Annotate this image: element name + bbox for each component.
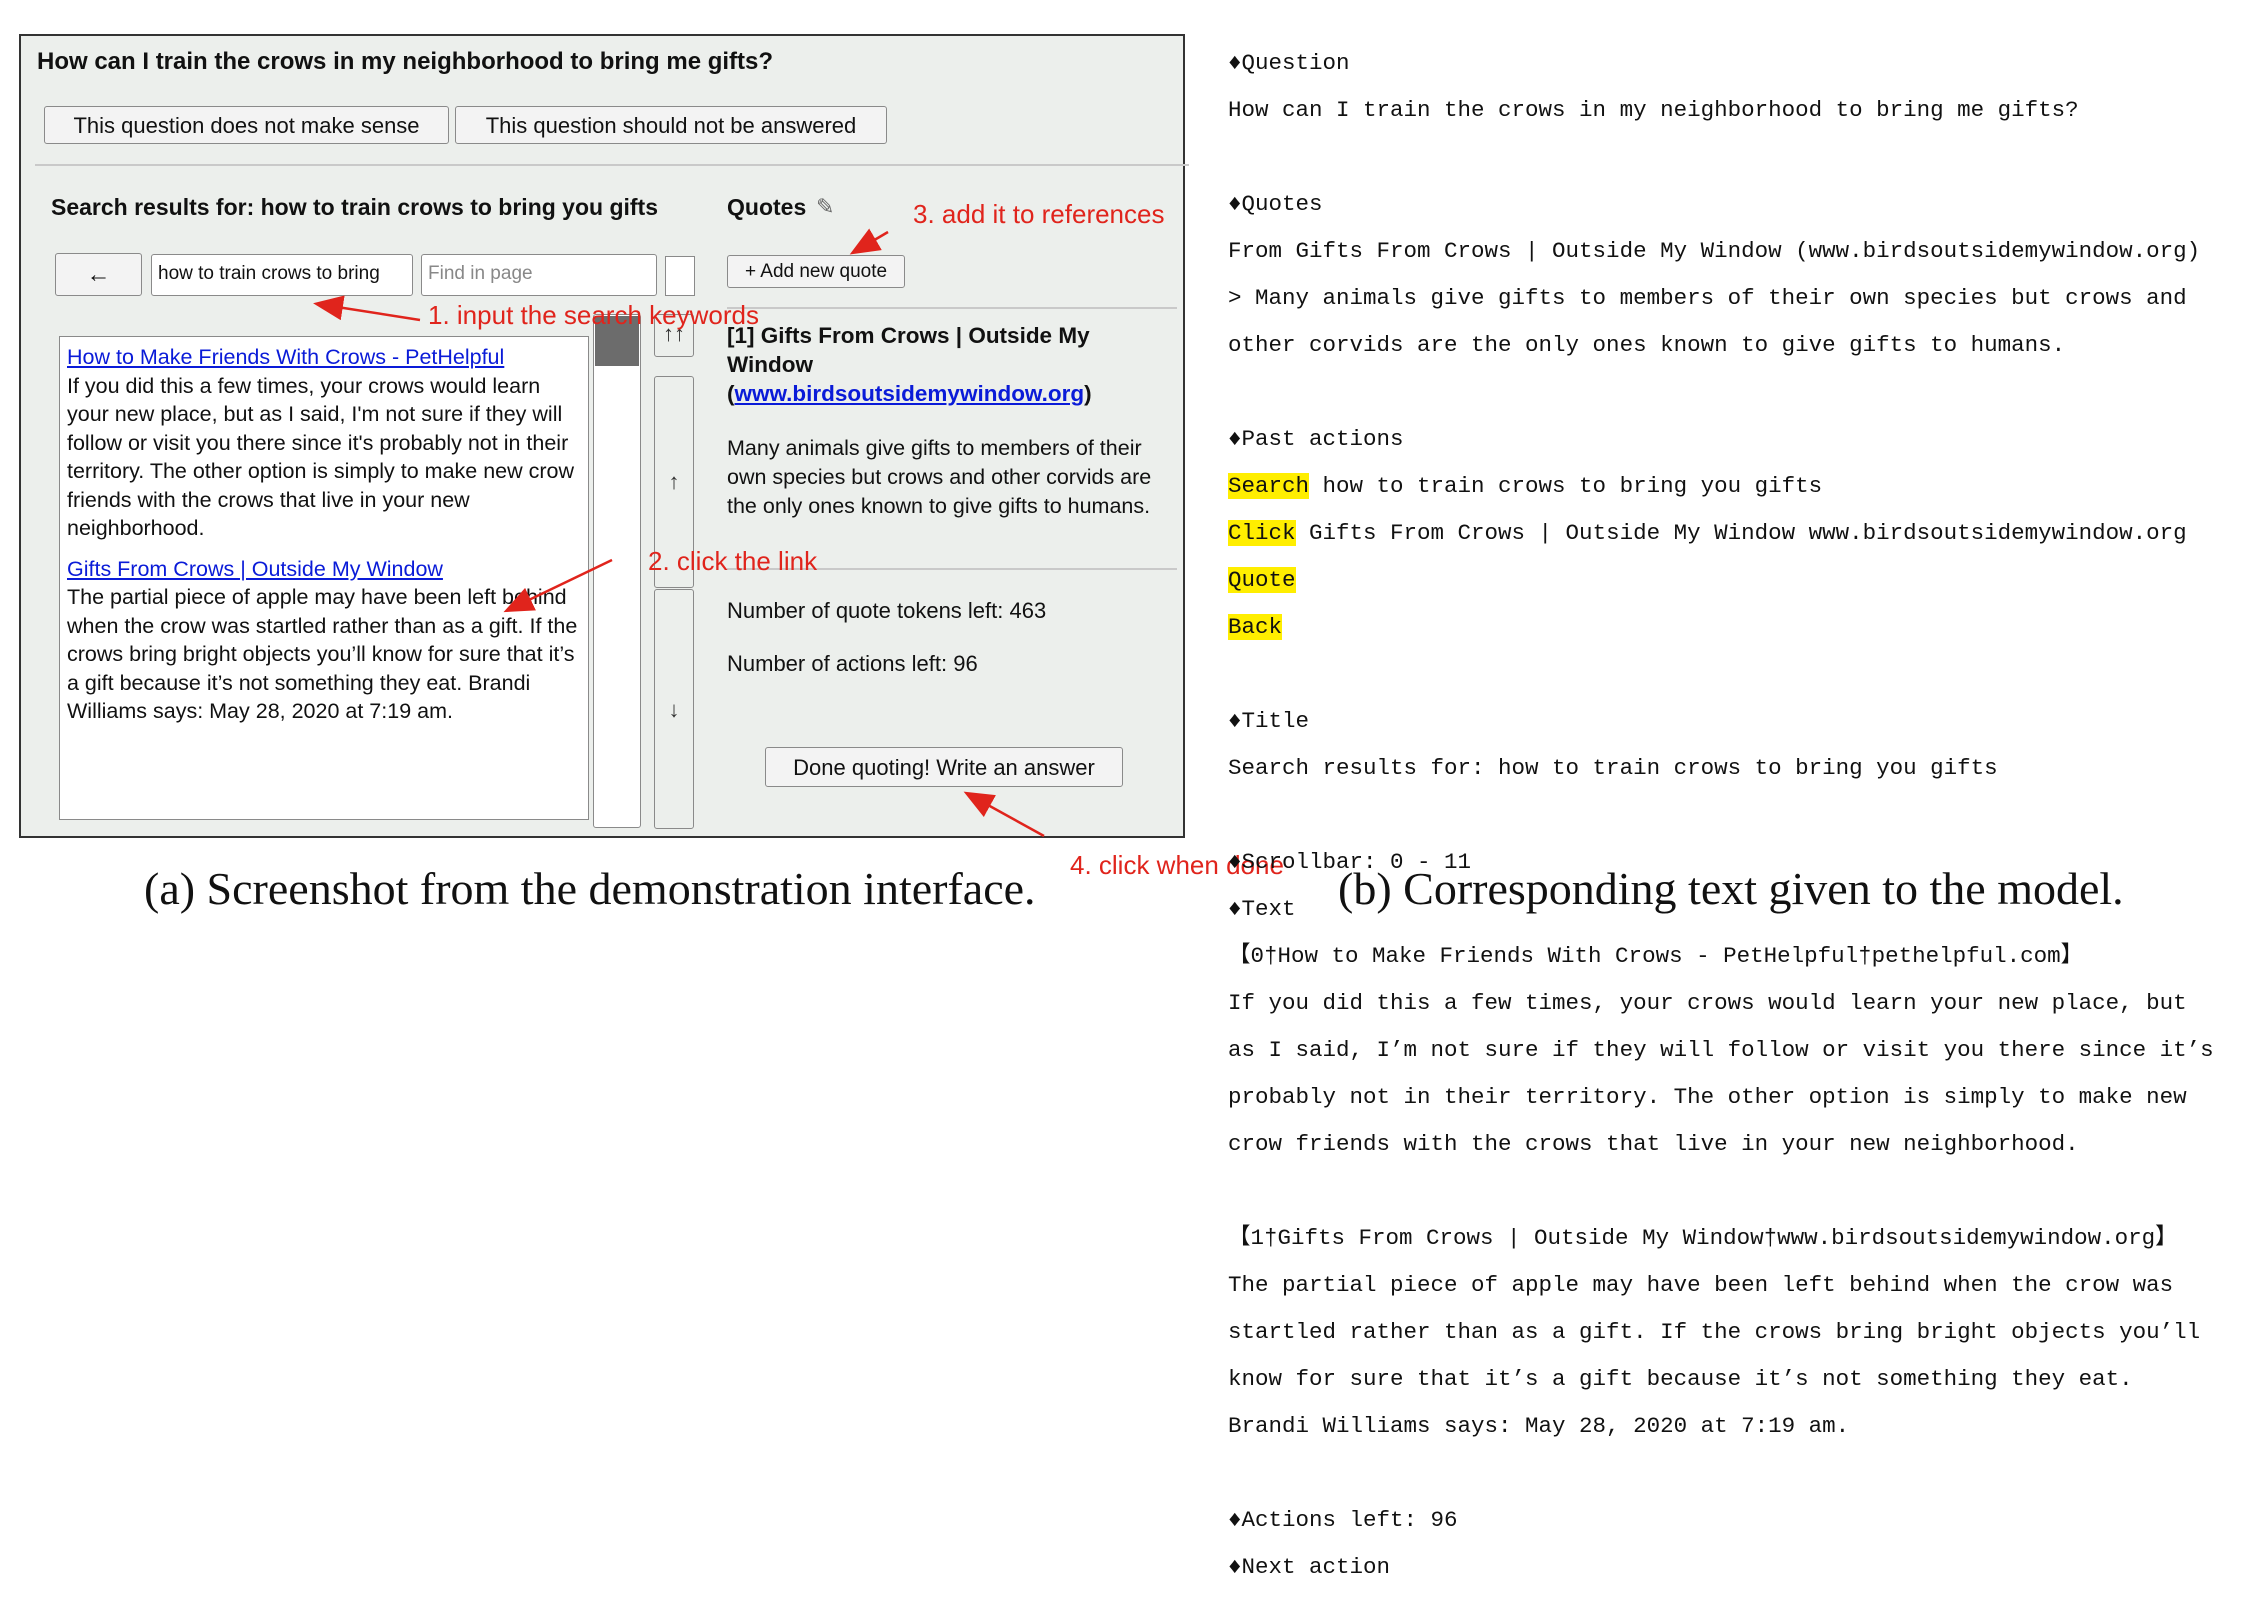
section-heading: ♦Scrollbar: 0 - 11 [1228, 848, 1472, 875]
text-line: know for sure that it’s a gift because i… [1228, 1365, 2133, 1392]
result-snippet: If you did this a few times, your crows … [67, 373, 575, 541]
text-line: Search results for: how to train crows t… [1228, 754, 1998, 781]
section-heading: ♦Next action [1228, 1553, 1391, 1580]
text-line: Gifts From Crows | Outside My Window www… [1295, 519, 2187, 546]
list-item: Gifts From Crows | Outside My Window The… [67, 555, 581, 726]
text-line: how to train crows to bring you gifts [1309, 472, 1823, 499]
text-line: From Gifts From Crows | Outside My Windo… [1228, 237, 2201, 264]
list-item: How to Make Friends With Crows - PetHelp… [67, 343, 581, 543]
model-question: How can I train the crows in my neighbor… [1228, 96, 2079, 123]
action-keyword: Back [1228, 613, 1283, 640]
annotation-3: 3. add it to references [913, 199, 1165, 229]
annotation-2: 2. click the link [648, 546, 818, 576]
text-line: If you did this a few times, your crows … [1228, 989, 2187, 1016]
past-action-quote: Quote [1228, 566, 2258, 593]
quotes-divider [727, 568, 1177, 570]
quotes-divider [727, 307, 1177, 309]
quotes-title: Quotes [727, 194, 807, 220]
scroll-to-top-button[interactable]: ↑↑ [654, 314, 694, 357]
past-action-back: Back [1228, 613, 2258, 640]
section-heading: ♦Quotes [1228, 190, 1323, 217]
arrow-2 [503, 558, 613, 613]
past-action-click: Click Gifts From Crows | Outside My Wind… [1228, 519, 2258, 546]
text-line: as I said, I’m not sure if they will fol… [1228, 1036, 2214, 1063]
quote-heading: [1] Gifts From Crows | Outside My Window… [727, 323, 1092, 406]
section-heading: ♦Actions left: 96 [1228, 1506, 1458, 1533]
annotation-1: 1. input the search keywords [428, 300, 759, 330]
text-line: startled rather than as a gift. If the c… [1228, 1318, 2201, 1345]
annotation-arrows [313, 228, 1045, 838]
action-keyword: Search [1228, 472, 1310, 499]
text-line: 【1†Gifts From Crows | Outside My Window†… [1228, 1224, 2178, 1251]
action-keyword: Quote [1228, 566, 1296, 593]
done-quoting-button[interactable]: Done quoting! Write an answer [765, 747, 1123, 787]
demonstration-interface: How can I train the crows in my neighbor… [19, 34, 1189, 838]
question-does-not-make-sense-button[interactable]: This question does not make sense [44, 106, 449, 144]
text-line: 【0†How to Make Friends With Crows - PetH… [1228, 942, 2084, 969]
section-heading: ♦Title [1228, 707, 1310, 734]
search-input[interactable]: how to train crows to bring [151, 254, 413, 296]
result-link-0[interactable]: How to Make Friends With Crows - PetHelp… [67, 345, 505, 369]
result-snippet: The partial piece of apple may have been… [67, 585, 578, 723]
scrollbar-track[interactable] [593, 314, 641, 828]
section-heading: ♦Question [1228, 49, 1350, 76]
pencil-icon[interactable]: ✎ [816, 194, 835, 219]
scroll-down-button[interactable]: ↓ [654, 589, 694, 829]
actions-left: Number of actions left: 96 [727, 651, 978, 676]
arrow-4 [963, 791, 1045, 838]
result-link-1[interactable]: Gifts From Crows | Outside My Window [67, 556, 443, 581]
text-line: > Many animals give gifts to members of … [1228, 284, 2187, 311]
arrow-3 [849, 228, 889, 255]
past-action-search: Search how to train crows to bring you g… [1228, 472, 2258, 499]
scrollbar-thumb[interactable] [595, 316, 639, 366]
action-keyword: Click [1228, 519, 1296, 546]
divider [35, 164, 1189, 166]
model-text-panel: ♦Question How can I train the crows in m… [1228, 28, 2258, 1603]
add-new-quote-button[interactable]: + Add new quote [727, 255, 905, 288]
quote-source-link[interactable]: www.birdsoutsidemywindow.org [734, 381, 1085, 406]
annotation-4: 4. click when done [1070, 850, 1284, 880]
text-line: The partial piece of apple may have been… [1228, 1271, 2174, 1298]
search-results-list: How to Make Friends With Crows - PetHelp… [59, 336, 589, 820]
caption-a: (a) Screenshot from the demonstration in… [144, 863, 1036, 914]
caption-b: (b) Corresponding text given to the mode… [1338, 863, 2124, 914]
quote-title: [1] Gifts From Crows | Outside My Window [727, 323, 1090, 377]
search-results-title: Search results for: how to train crows t… [51, 194, 659, 220]
question-should-not-be-answered-button[interactable]: This question should not be answered [455, 106, 887, 144]
find-count-box [665, 256, 695, 296]
quote-tokens-left: Number of quote tokens left: 463 [727, 598, 1047, 623]
text-line: crow friends with the crows that live in… [1228, 1130, 2079, 1157]
back-button[interactable]: ← [55, 253, 142, 296]
find-in-page-input[interactable]: Find in page [421, 254, 657, 296]
text-line: probably not in their territory. The oth… [1228, 1083, 2187, 1110]
arrow-1 [313, 295, 421, 322]
text-line: other corvids are the only ones known to… [1228, 331, 2066, 358]
scroll-up-button[interactable]: ↑ [654, 376, 694, 588]
section-heading: ♦Past actions [1228, 425, 1404, 452]
quote-text: Many animals give gifts to members of th… [727, 436, 1152, 518]
section-heading: ♦Text [1228, 895, 1296, 922]
text-line: Brandi Williams says: May 28, 2020 at 7:… [1228, 1412, 1850, 1439]
question-title: How can I train the crows in my neighbor… [37, 48, 774, 75]
